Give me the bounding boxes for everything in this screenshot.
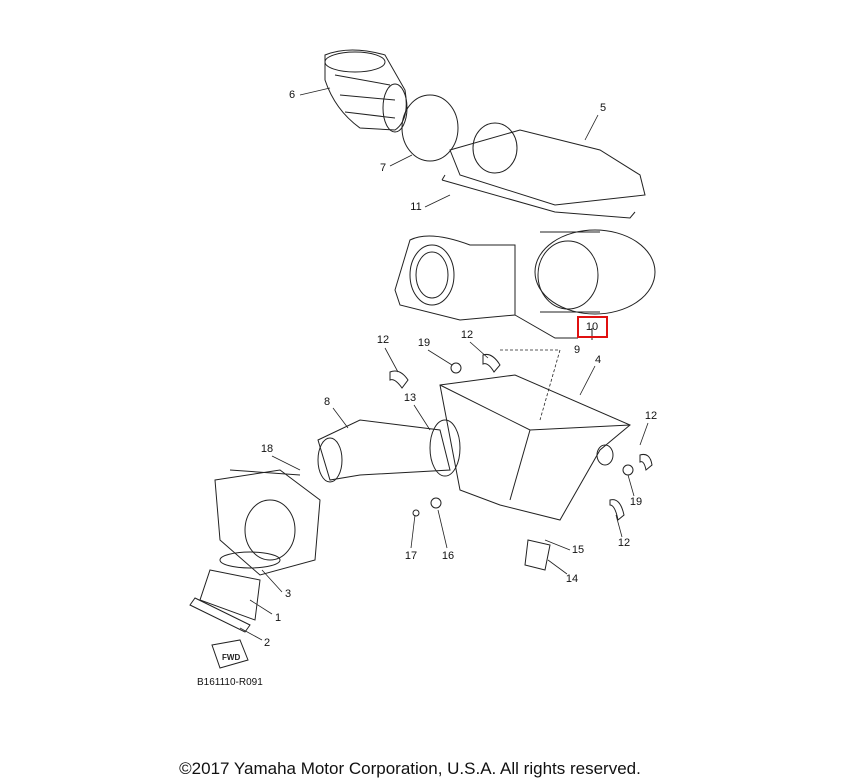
part-2-clamp bbox=[189, 597, 251, 633]
callout-2: 2 bbox=[263, 637, 271, 649]
part-14-duct bbox=[524, 539, 551, 571]
highlight-box bbox=[577, 316, 608, 338]
part-12-clip-d bbox=[609, 499, 625, 521]
fwd-label: FWD bbox=[222, 653, 240, 662]
callout-19: 19 bbox=[629, 496, 643, 508]
part-8-joint bbox=[317, 419, 461, 483]
part-11-gasket bbox=[441, 174, 636, 219]
part-10-filter-element bbox=[534, 229, 656, 315]
callout-12: 12 bbox=[460, 329, 474, 341]
part-19-bolt bbox=[450, 362, 462, 374]
callout-15: 15 bbox=[571, 544, 585, 556]
part-17-bolt bbox=[412, 509, 420, 517]
callout-4: 4 bbox=[594, 354, 602, 366]
callout-8: 8 bbox=[323, 396, 331, 408]
part-3-clamp bbox=[219, 551, 281, 569]
leader-lines bbox=[239, 87, 649, 641]
part-19-bolt-b bbox=[622, 464, 634, 476]
callout-10[interactable]: 10 bbox=[585, 321, 599, 333]
drawing-code: B161110-R091 bbox=[197, 677, 263, 688]
callout-5: 5 bbox=[599, 102, 607, 114]
part-12-clip-b bbox=[482, 354, 501, 373]
callout-12: 12 bbox=[376, 334, 390, 346]
part-4-filter-case bbox=[439, 374, 631, 521]
callout-18: 18 bbox=[260, 443, 274, 455]
callout-7: 7 bbox=[379, 162, 387, 174]
callout-12: 12 bbox=[644, 410, 658, 422]
callout-3: 3 bbox=[284, 588, 292, 600]
callout-11: 11 bbox=[410, 201, 422, 213]
callout-9: 9 bbox=[573, 344, 581, 356]
throttle-body bbox=[214, 469, 321, 576]
callout-1: 1 bbox=[274, 612, 282, 624]
part-9-filter-element bbox=[394, 235, 516, 321]
callout-12: 12 bbox=[617, 537, 631, 549]
part-5-case-cap bbox=[449, 122, 646, 206]
callout-6: 6 bbox=[288, 89, 296, 101]
callout-17: 17 bbox=[404, 550, 418, 562]
callout-19: 19 bbox=[417, 337, 431, 349]
part-1-joint bbox=[199, 569, 261, 621]
callout-13: 13 bbox=[403, 392, 417, 404]
part-7-clamp bbox=[401, 94, 459, 162]
callout-16: 16 bbox=[441, 550, 455, 562]
copyright: ©2017 Yamaha Motor Corporation, U.S.A. A… bbox=[179, 759, 641, 778]
fwd-arrow-icon bbox=[211, 639, 249, 669]
part-6-intake-duct bbox=[324, 49, 408, 133]
part-12-clip-c bbox=[639, 454, 653, 471]
part-12-clip bbox=[389, 370, 409, 389]
part-16-sensor bbox=[430, 497, 442, 509]
callout-14: 14 bbox=[565, 573, 579, 585]
